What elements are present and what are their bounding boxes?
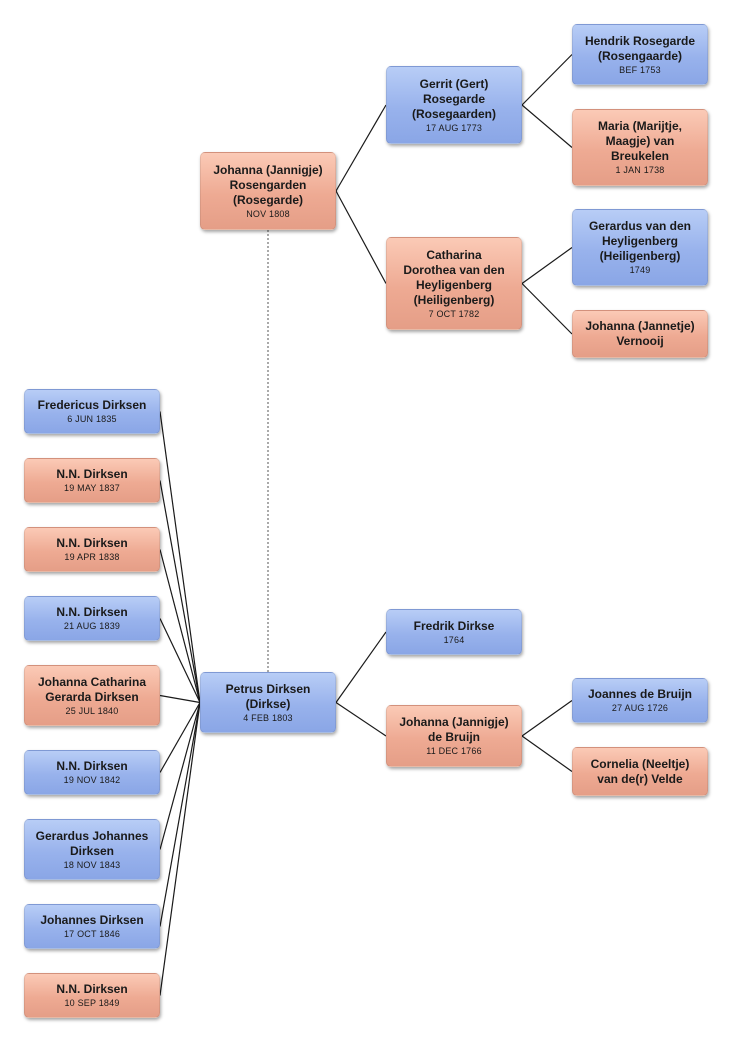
person-date: 11 DEC 1766 <box>426 746 482 756</box>
person-box-child-nn-dirksen-1838[interactable]: N.N. Dirksen 19 APR 1838 <box>24 527 160 572</box>
person-name: Johanna (Jannigje) de Bruijn <box>399 715 509 744</box>
person-box-child-johannes-dirksen[interactable]: Johannes Dirksen 17 OCT 1846 <box>24 904 160 949</box>
child-connector-line <box>159 411 201 703</box>
parent-connector-line <box>521 700 573 737</box>
person-date: 7 OCT 1782 <box>428 308 480 319</box>
parent-connector-line <box>335 190 387 284</box>
person-name: Cornelia (Neeltje) van de(r) Velde <box>590 756 690 786</box>
person-date: 6 JUN 1835 <box>67 414 117 424</box>
person-date: 17 OCT 1846 <box>63 929 121 939</box>
parent-connector-line <box>335 104 387 192</box>
person-box-child-nn-dirksen-1839[interactable]: N.N. Dirksen 21 AUG 1839 <box>24 596 160 641</box>
child-connector-line <box>159 480 201 703</box>
person-date: 21 AUG 1839 <box>63 621 121 631</box>
person-box-child-nn-dirksen-1837[interactable]: N.N. Dirksen 19 MAY 1837 <box>24 458 160 503</box>
child-connector-line <box>159 702 201 773</box>
person-box-child-nn-dirksen-1849[interactable]: N.N. Dirksen 10 SEP 1849 <box>24 973 160 1018</box>
person-date: 10 SEP 1849 <box>64 998 120 1008</box>
person-date: 25 JUL 1840 <box>65 705 119 716</box>
person-name: Petrus Dirksen (Dirkse) <box>225 681 311 711</box>
person-box-child-johanna-catharina-gerarda-dirksen[interactable]: Johanna Catharina Gerarda Dirksen 25 JUL… <box>24 665 160 726</box>
person-box-joannes-de-bruijn[interactable]: Joannes de Bruijn 27 AUG 1726 <box>572 678 708 723</box>
child-connector-line <box>159 702 201 927</box>
person-date: 1 JAN 1738 <box>615 165 665 175</box>
person-name: Johanna (Jannigje) Rosengarden (Rosegard… <box>213 162 323 207</box>
person-date: 19 MAY 1837 <box>64 483 120 493</box>
person-name: Joannes de Bruijn <box>587 687 693 701</box>
child-connector-line <box>159 549 201 703</box>
person-box-child-nn-dirksen-1842[interactable]: N.N. Dirksen 19 NOV 1842 <box>24 750 160 795</box>
person-name: Hendrik Rosegarde (Rosengaarde) <box>584 33 696 63</box>
person-date: 19 NOV 1842 <box>63 775 121 785</box>
child-connector-line <box>159 702 201 850</box>
person-name: N.N. Dirksen <box>56 536 128 550</box>
person-date: NOV 1808 <box>246 208 290 219</box>
person-box-cornelia-van-der-velde[interactable]: Cornelia (Neeltje) van de(r) Velde <box>572 747 708 796</box>
child-connector-line <box>159 694 201 704</box>
person-box-johanna-de-bruijn[interactable]: Johanna (Jannigje) de Bruijn 11 DEC 1766 <box>386 705 522 767</box>
child-connector-line <box>159 702 201 996</box>
person-date: 1764 <box>443 634 465 645</box>
person-box-petrus-dirksen[interactable]: Petrus Dirksen (Dirkse) 4 FEB 1803 <box>200 672 336 733</box>
person-name: N.N. Dirksen <box>56 982 128 996</box>
person-name: Gerrit (Gert) Rosegarde (Rosegaarden) <box>411 76 497 121</box>
parent-connector-line <box>521 247 573 284</box>
person-date: BEF 1753 <box>619 64 661 75</box>
parent-connector-line <box>335 702 387 737</box>
person-box-fredrik-dirkse[interactable]: Fredrik Dirkse 1764 <box>386 609 522 655</box>
person-name: Gerardus van den Heyligenberg (Heiligenb… <box>588 219 692 263</box>
person-date: 18 NOV 1843 <box>63 859 121 870</box>
person-date: 17 AUG 1773 <box>425 122 483 133</box>
person-box-gerrit-rosegarde[interactable]: Gerrit (Gert) Rosegarde (Rosegaarden) 17… <box>386 66 522 144</box>
child-connector-line <box>159 618 201 703</box>
parent-connector-line <box>521 735 573 772</box>
parent-connector-line <box>521 104 573 148</box>
person-name: N.N. Dirksen <box>56 467 128 481</box>
person-name: Catharina Dorothea van den Heyligenberg … <box>403 247 505 307</box>
person-box-gerardus-van-den-heyligenberg[interactable]: Gerardus van den Heyligenberg (Heiligenb… <box>572 209 708 286</box>
person-box-child-gerardus-johannes-dirksen[interactable]: Gerardus Johannes Dirksen 18 NOV 1843 <box>24 819 160 880</box>
person-box-catharina-van-den-heyligenberg[interactable]: Catharina Dorothea van den Heyligenberg … <box>386 237 522 330</box>
person-name: N.N. Dirksen <box>56 759 128 773</box>
parent-connector-line <box>521 283 573 335</box>
person-name: Johannes Dirksen <box>40 913 144 927</box>
parent-connector-line <box>335 631 387 703</box>
person-name: Johanna Catharina Gerarda Dirksen <box>37 674 147 704</box>
parent-connector-line <box>521 54 573 106</box>
person-box-child-fredericus-dirksen[interactable]: Fredericus Dirksen 6 JUN 1835 <box>24 389 160 434</box>
person-date: 27 AUG 1726 <box>611 703 669 713</box>
person-date: 1749 <box>629 265 651 275</box>
person-name: Fredrik Dirkse <box>413 618 495 633</box>
person-box-johanna-vernooij[interactable]: Johanna (Jannetje) Vernooij <box>572 310 708 358</box>
person-box-hendrik-rosegarde[interactable]: Hendrik Rosegarde (Rosengaarde) BEF 1753 <box>572 24 708 85</box>
person-date: 4 FEB 1803 <box>243 712 293 723</box>
person-box-maria-van-breukelen[interactable]: Maria (Marijtje, Maagje) van Breukelen 1… <box>572 109 708 186</box>
person-date: 19 APR 1838 <box>64 552 120 562</box>
person-name: Johanna (Jannetje) Vernooij <box>585 319 695 348</box>
person-name: Maria (Marijtje, Maagje) van Breukelen <box>597 119 683 163</box>
person-name: Gerardus Johannes Dirksen <box>35 828 149 858</box>
person-box-johanna-rosengarden[interactable]: Johanna (Jannigje) Rosengarden (Rosegard… <box>200 152 336 230</box>
person-name: N.N. Dirksen <box>56 605 128 619</box>
person-name: Fredericus Dirksen <box>37 398 147 412</box>
